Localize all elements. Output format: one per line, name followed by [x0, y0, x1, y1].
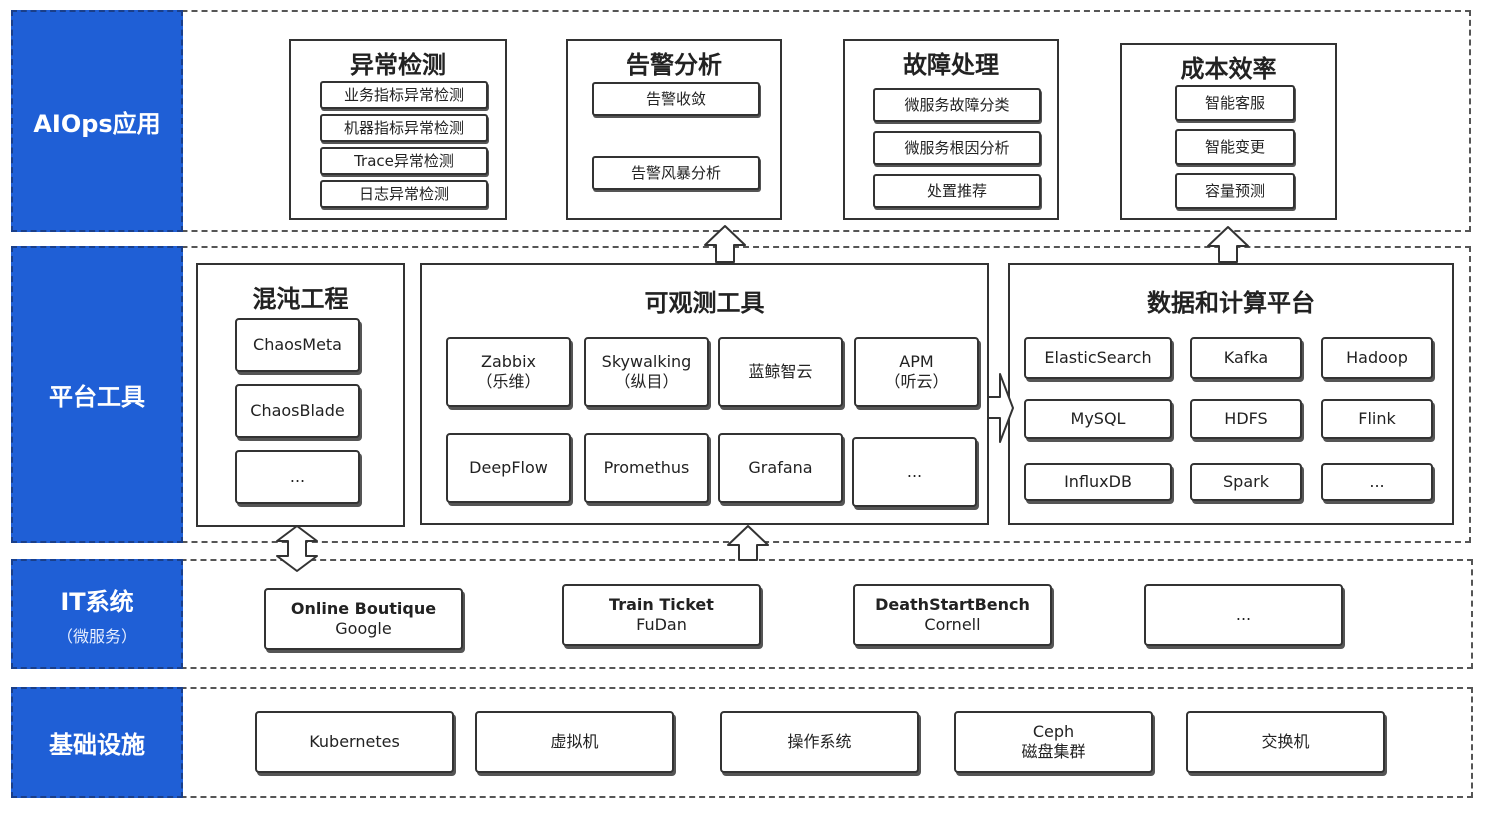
- observability-panel: 可观测工具 Zabbix（乐维） Skywalking（纵目） 蓝鲸智云 APM…: [420, 263, 989, 525]
- alert-convergence-box: 告警收敛: [592, 82, 760, 116]
- data-platform-panel: 数据和计算平台 ElasticSearch Kafka Hadoop MySQL…: [1008, 263, 1454, 525]
- hadoop-box: Hadoop: [1321, 337, 1433, 379]
- chaosblade-box: ChaosBlade: [235, 384, 360, 438]
- alert-analysis-panel: 告警分析 告警收敛 告警风暴分析: [566, 39, 782, 220]
- alert-analysis-title: 告警分析: [626, 51, 722, 79]
- spark-box: Spark: [1190, 463, 1302, 501]
- chaos-engineering-panel: 混沌工程 ChaosMeta ChaosBlade ...: [196, 263, 405, 527]
- data-more-box: ...: [1321, 463, 1433, 501]
- infra-layer-title: 基础设施: [49, 731, 145, 759]
- up-arrow-to-observability: [727, 525, 769, 561]
- log-anomaly-box: 日志异常检测: [320, 180, 488, 208]
- chaos-engineering-title: 混沌工程: [252, 285, 349, 313]
- anomaly-detection-panel: 异常检测 业务指标异常检测 机器指标异常检测 Trace异常检测 日志异常检测: [289, 39, 507, 220]
- cost-efficiency-title: 成本效率: [1180, 55, 1277, 83]
- fault-handling-title: 故障处理: [903, 51, 999, 79]
- fault-handling-panel: 故障处理 微服务故障分类 微服务根因分析 处置推荐: [843, 39, 1059, 220]
- kafka-box: Kafka: [1190, 337, 1302, 379]
- observability-title: 可观测工具: [644, 289, 765, 317]
- smart-change-box: 智能变更: [1175, 129, 1295, 165]
- chaosmeta-box: ChaosMeta: [235, 318, 360, 372]
- it-more-box: ...: [1144, 584, 1343, 646]
- switch-box: 交换机: [1186, 711, 1385, 773]
- zabbix-box: Zabbix（乐维）: [446, 337, 571, 407]
- capacity-forecast-box: 容量预测: [1175, 173, 1295, 209]
- influxdb-box: InfluxDB: [1024, 463, 1172, 501]
- double-arrow-chaos-it: [276, 525, 318, 572]
- mysql-box: MySQL: [1024, 399, 1172, 439]
- apm-box: APM（听云）: [854, 337, 979, 407]
- platform-layer-title: 平台工具: [49, 383, 145, 411]
- platform-layer-label: 平台工具: [11, 246, 183, 543]
- it-layer-title: IT系统: [60, 587, 134, 616]
- root-cause-box: 微服务根因分析: [873, 131, 1041, 165]
- observability-more-box: ...: [852, 437, 977, 507]
- aiops-layer-title: AIOps应用: [33, 109, 161, 138]
- chaos-more-box: ...: [235, 450, 360, 504]
- data-platform-title: 数据和计算平台: [1147, 289, 1315, 317]
- infra-layer-label: 基础设施: [11, 687, 183, 798]
- cost-efficiency-panel: 成本效率 智能客服 智能变更 容量预测: [1120, 43, 1337, 220]
- alert-storm-box: 告警风暴分析: [592, 156, 760, 190]
- kubernetes-box: Kubernetes: [255, 711, 454, 773]
- grafana-box: Grafana: [718, 433, 843, 503]
- remediation-box: 处置推荐: [873, 174, 1041, 208]
- anomaly-detection-title: 异常检测: [350, 51, 446, 79]
- aiops-layer-label: AIOps应用: [11, 10, 183, 232]
- machine-metric-anomaly-box: 机器指标异常检测: [320, 114, 488, 142]
- bluking-box: 蓝鲸智云: [718, 337, 843, 407]
- deepflow-box: DeepFlow: [446, 433, 571, 503]
- smart-service-box: 智能客服: [1175, 85, 1295, 121]
- it-layer-label: IT系统 （微服务）: [11, 559, 183, 669]
- up-arrow-to-alert-analysis: [704, 225, 746, 263]
- business-metric-anomaly-box: 业务指标异常检测: [320, 81, 488, 109]
- it-layer-subtitle: （微服务）: [56, 626, 137, 646]
- hdfs-box: HDFS: [1190, 399, 1302, 439]
- fault-classification-box: 微服务故障分类: [873, 88, 1041, 122]
- skywalking-box: Skywalking（纵目）: [584, 337, 709, 407]
- elasticsearch-box: ElasticSearch: [1024, 337, 1172, 379]
- vm-box: 虚拟机: [475, 711, 674, 773]
- prometheus-box: Promethus: [584, 433, 709, 503]
- up-arrow-to-cost-efficiency: [1207, 226, 1249, 263]
- flink-box: Flink: [1321, 399, 1433, 439]
- os-box: 操作系统: [720, 711, 919, 773]
- right-arrow-to-data-platform: [987, 373, 1014, 443]
- trace-anomaly-box: Trace异常检测: [320, 147, 488, 175]
